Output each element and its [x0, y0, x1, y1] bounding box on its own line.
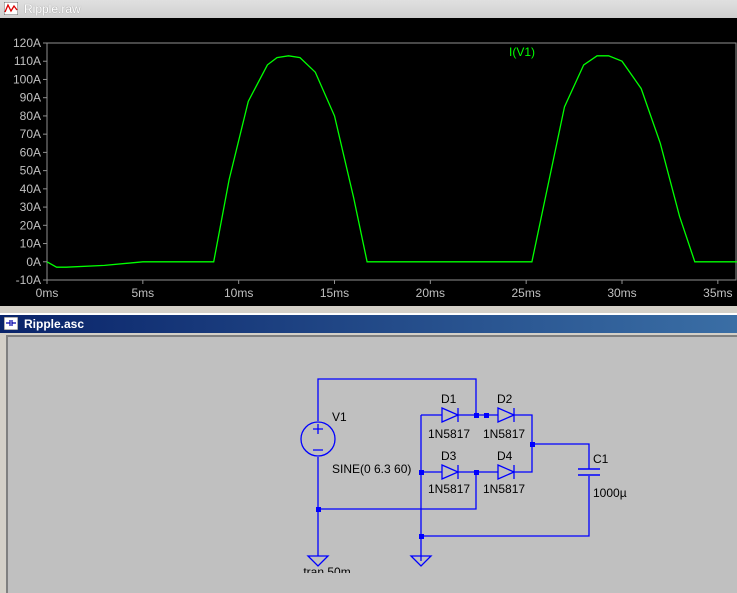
y-tick-label: 20A [20, 218, 41, 232]
x-tick-label: 15ms [320, 286, 349, 300]
x-tick-label: 0ms [36, 286, 59, 300]
waveform-plot[interactable]: 120A 110A 100A 90A 80A 70A 60A 50A 40A 30A 20A 10A 0… [0, 18, 737, 306]
schematic-window-title: Ripple.asc [24, 317, 85, 331]
diode-d3[interactable]: D3 1N5817 [428, 449, 470, 496]
y-tick-label: 100A [13, 72, 41, 86]
d1-model: 1N5817 [428, 427, 470, 441]
x-tick-label: 5ms [131, 286, 154, 300]
trace-label: I(V1) [509, 45, 535, 59]
v1-value: SINE(0 6.3 60) [332, 462, 411, 476]
y-tick-label: -10A [16, 273, 41, 287]
v1-name: V1 [332, 410, 347, 424]
y-tick-label: 120A [13, 36, 41, 50]
capacitor-c1[interactable]: C1 1000µ [578, 452, 627, 500]
d4-model: 1N5817 [483, 482, 525, 496]
y-tick-label: 60A [20, 145, 41, 159]
d3-name: D3 [441, 449, 457, 463]
x-tick-label: 30ms [607, 286, 636, 300]
d2-model: 1N5817 [483, 427, 525, 441]
y-tick-label: 40A [20, 182, 41, 196]
plot-window-titlebar[interactable]: Ripple.raw [0, 0, 737, 19]
junction-dots [316, 413, 535, 539]
y-tick-label: 0A [26, 255, 41, 269]
y-tick-label: 70A [20, 127, 41, 141]
waveform-chart[interactable]: 120A 110A 100A 90A 80A 70A 60A 50A 40A 30A 20A 10A 0… [0, 18, 737, 306]
d1-name: D1 [441, 392, 457, 406]
plot-window-title: Ripple.raw [24, 2, 81, 16]
d3-model: 1N5817 [428, 482, 470, 496]
ground-symbol-right [409, 555, 433, 567]
y-tick-label: 10A [20, 237, 41, 251]
c1-name: C1 [593, 452, 609, 466]
plot-window: Ripple.raw 120A 110A 100A 90A 80A 70A 60A 50A 40… [0, 0, 737, 306]
schematic-drawing[interactable]: V1 SINE(0 6.3 60) D1 1N5817 D2 1N5817 [2, 317, 733, 573]
trace-line [46, 55, 737, 268]
voltage-source-v1[interactable]: V1 SINE(0 6.3 60) [300, 410, 411, 476]
d2-name: D2 [497, 392, 513, 406]
schematic-canvas[interactable]: V1 SINE(0 6.3 60) D1 1N5817 D2 1N5817 [6, 335, 737, 593]
y-tick-label: 30A [20, 200, 41, 214]
schematic-window: Ripple.asc [0, 313, 737, 593]
diode-d2[interactable]: D2 1N5817 [483, 392, 525, 441]
schematic-icon [4, 317, 18, 330]
x-tick-label: 10ms [224, 286, 253, 300]
y-tick-label: 80A [20, 109, 41, 123]
diode-d1[interactable]: D1 1N5817 [428, 392, 470, 441]
x-tick-label: 35ms [703, 286, 732, 300]
y-tick-label: 90A [20, 91, 41, 105]
ground-symbol-left [306, 555, 330, 567]
y-tick-label: 50A [20, 164, 41, 178]
spice-directive[interactable]: .tran 50m [300, 565, 351, 573]
c1-value: 1000µ [593, 486, 627, 500]
schematic-window-titlebar[interactable]: Ripple.asc [0, 315, 737, 333]
x-tick-label: 20ms [416, 286, 445, 300]
wires [317, 378, 590, 561]
x-tick-label: 25ms [511, 286, 540, 300]
d4-name: D4 [497, 449, 513, 463]
diode-d4[interactable]: D4 1N5817 [483, 449, 525, 496]
waveform-icon [4, 2, 18, 15]
y-tick-label: 110A [14, 54, 41, 68]
plot-frame [46, 42, 737, 281]
